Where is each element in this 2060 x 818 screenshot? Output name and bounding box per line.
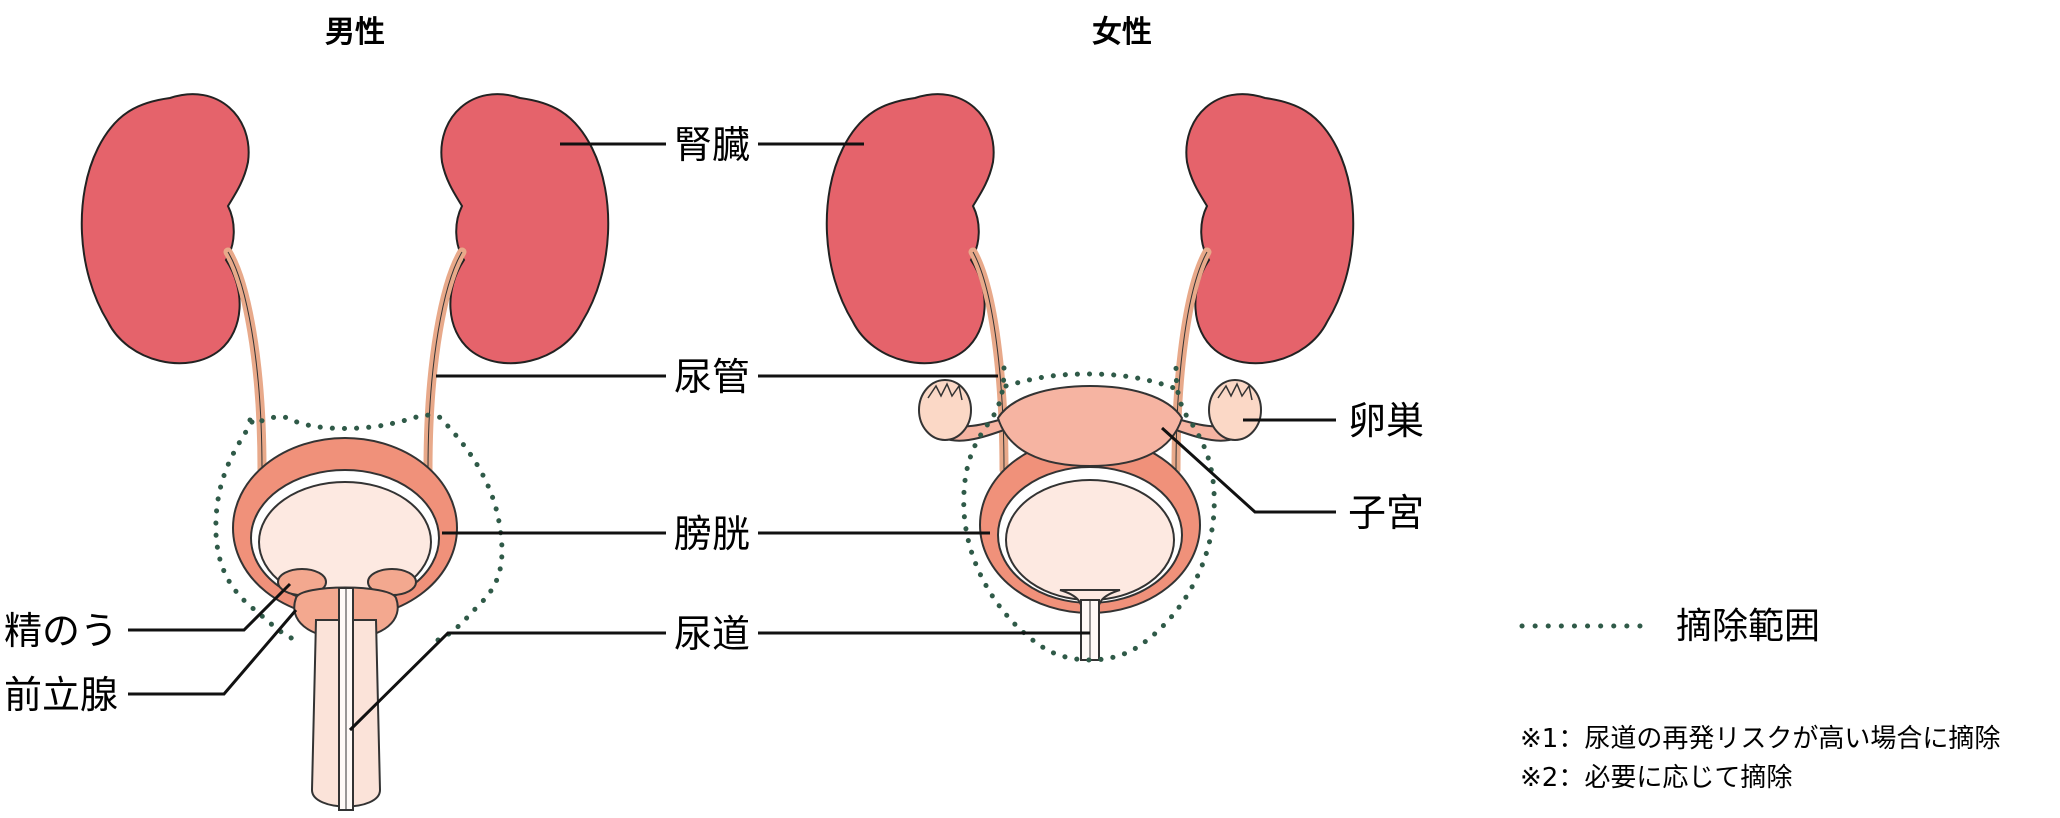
- label-seminal-vesicle: 精のう: [4, 609, 118, 653]
- note-1: ※1：尿道の再発リスクが高い場合に摘除: [1520, 724, 2000, 754]
- female-left-kidney: [825, 93, 995, 365]
- female-resection-outline: [961, 365, 1217, 663]
- male-right-ureter-outline: [427, 251, 463, 471]
- leader-seminal-vesicle: [128, 582, 292, 632]
- female-anatomy: [825, 93, 1355, 663]
- male-right-kidney: [440, 93, 610, 365]
- female-right-ureter-outline: [1175, 251, 1208, 471]
- leader-uterus: [1160, 426, 1336, 514]
- label-ureter: 尿管: [674, 355, 750, 399]
- male-left-ureter-outline: [227, 251, 263, 471]
- female-right-ovary: [1208, 379, 1262, 441]
- female-bladder-lumen: [1005, 479, 1175, 601]
- label-ovary: 卵巣: [1348, 399, 1424, 443]
- male-anatomy: [80, 93, 610, 811]
- leader-lines: [128, 142, 1336, 732]
- male-resection-outline: [213, 412, 505, 643]
- female-left-ovary-fimbria: [927, 382, 963, 401]
- female-left-ovary: [918, 379, 972, 441]
- leader-urethra-male: [348, 631, 666, 732]
- label-bladder: 膀胱: [674, 512, 750, 556]
- female-right-ovary-fimbria: [1217, 382, 1253, 401]
- legend: 摘除範囲: [1519, 606, 1820, 647]
- label-urethra: 尿道: [674, 612, 750, 656]
- male-left-kidney: [80, 93, 250, 365]
- label-prostate: 前立腺: [4, 673, 118, 717]
- female-right-kidney: [1185, 93, 1355, 365]
- label-uterus: 子宮: [1348, 491, 1424, 535]
- title-female: 女性: [1092, 15, 1152, 50]
- leader-prostate: [128, 609, 298, 696]
- title-male: 男性: [325, 15, 385, 50]
- female-left-ureter-outline: [972, 251, 1005, 471]
- note-2: ※2：必要に応じて摘除: [1520, 763, 1792, 793]
- female-uterus: [996, 384, 1184, 468]
- legend-text: 摘除範囲: [1676, 606, 1820, 647]
- label-kidney: 腎臓: [674, 123, 750, 167]
